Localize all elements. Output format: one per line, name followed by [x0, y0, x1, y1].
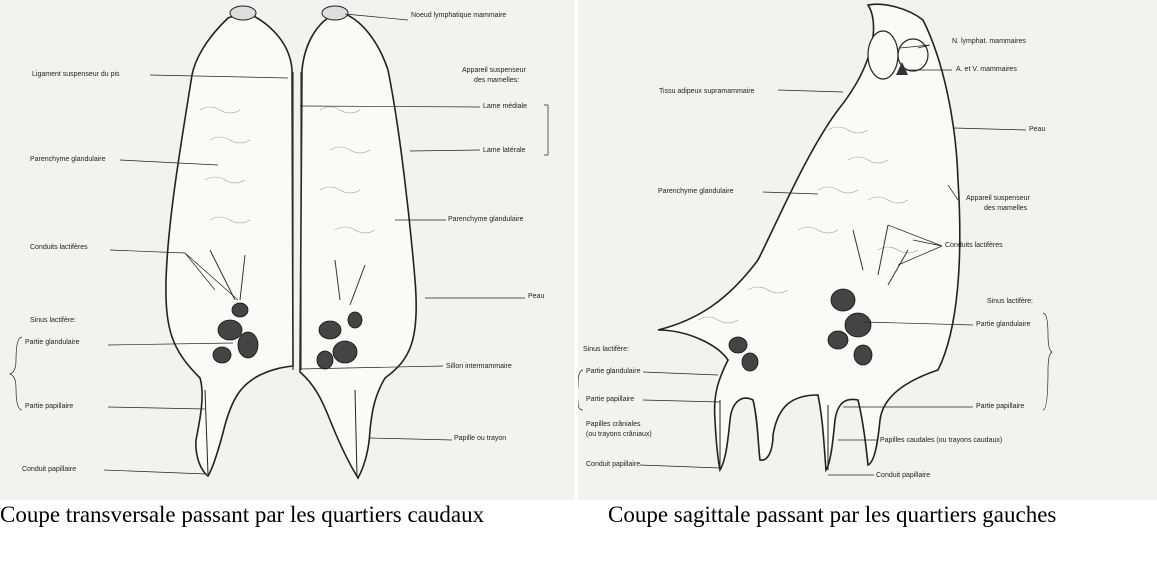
- label-papilles-craniales-1: Papilles crâniales: [586, 420, 640, 429]
- label-conduit-papillaire-left: Conduit papillaire: [586, 460, 640, 469]
- label-ligament-suspenseur: Ligament suspenseur du pis: [32, 70, 120, 79]
- label-appareil-suspenseur-1: Appareil suspenseur: [462, 66, 526, 75]
- label-papille-ou-trayon: Papille ou trayon: [454, 434, 506, 443]
- label-peau: Peau: [528, 292, 544, 301]
- sagittal-section-drawing: [578, 0, 1157, 500]
- label-sinus-lactifere: Sinus lactifère:: [30, 316, 76, 325]
- label-papilles-caudales: Papilles caudales (ou trayons caudaux): [880, 436, 1002, 445]
- label-conduit-papillaire-right: Conduit papillaire: [876, 471, 930, 480]
- label-sillon-intermammaire: Sillon intermammaire: [446, 362, 512, 371]
- label-conduits-lactiferes: Conduits lactifères: [30, 243, 88, 252]
- lymph-node-1: [868, 31, 898, 79]
- caption-transversale: Coupe transversale passant par les quart…: [0, 500, 575, 529]
- label-partie-papillaire: Partie papillaire: [25, 402, 73, 411]
- left-lymph-node: [230, 6, 256, 20]
- label-sinus-lactifere-left: Sinus lactifère:: [583, 345, 629, 354]
- transverse-section-figure: Noeud lymphatique mammaire Ligament susp…: [0, 0, 575, 500]
- label-partie-glandulaire: Partie glandulaire: [25, 338, 79, 347]
- label-n-lymphat: N. lymphat. mammaires: [952, 37, 1026, 46]
- label-partie-glandulaire-right: Partie glandulaire: [976, 320, 1030, 329]
- label-partie-glandulaire-left: Partie glandulaire: [586, 367, 640, 376]
- label-parenchyme-right: Parenchyme glandulaire: [658, 187, 734, 196]
- label-appareil-suspenseur-right-2: des mamelles: [984, 204, 1027, 213]
- label-appareil-suspenseur-right-1: Appareil suspenseur: [966, 194, 1030, 203]
- label-tissu-adipeux: Tissu adipeux supramammaire: [659, 87, 754, 96]
- label-noeud-lymphatique: Noeud lymphatique mammaire: [411, 11, 506, 20]
- label-conduits-lactiferes-right: Conduits lactifères: [945, 241, 1003, 250]
- label-peau-right: Peau: [1029, 125, 1045, 134]
- label-parenchyme-gauche: Parenchyme glandulaire: [30, 155, 106, 164]
- label-a-et-v: A. et V. mammaires: [956, 65, 1017, 74]
- right-quarter-outline: [300, 12, 416, 478]
- sagittal-section-figure: N. lymphat. mammaires A. et V. mammaires…: [578, 0, 1157, 500]
- label-appareil-suspenseur-2: des mamelles:: [474, 76, 519, 85]
- label-partie-papillaire-right: Partie papillaire: [976, 402, 1024, 411]
- label-papilles-craniales-2: (ou trayons crâniaux): [586, 430, 652, 439]
- right-lymph-node: [322, 6, 348, 20]
- label-sinus-lactifere-right: Sinus lactifère:: [987, 297, 1033, 306]
- label-lame-laterale: Lame latérale: [483, 146, 525, 155]
- caption-sagittale: Coupe sagittale passant par les quartier…: [608, 500, 1157, 529]
- label-parenchyme-droite: Parenchyme glandulaire: [448, 215, 524, 224]
- left-quarter-outline: [166, 12, 293, 476]
- label-partie-papillaire-left: Partie papillaire: [586, 395, 634, 404]
- label-lame-mediale: Lame médiale: [483, 102, 527, 111]
- label-conduit-papillaire: Conduit papillaire: [22, 465, 76, 474]
- udder-outline: [658, 4, 960, 470]
